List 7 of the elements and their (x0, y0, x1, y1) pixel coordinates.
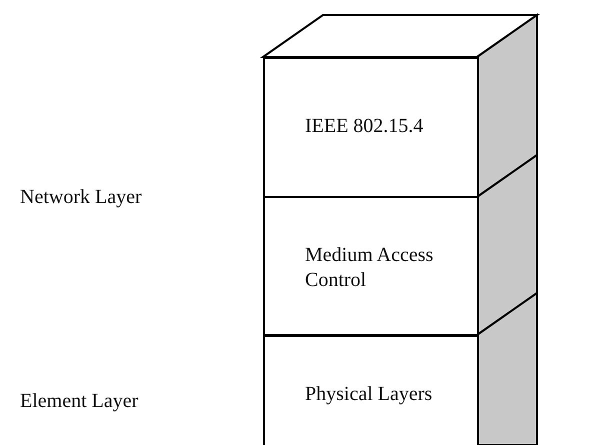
layer-group-label: Element Layer (20, 390, 138, 413)
layer-name: IEEE 802.15.4 (305, 114, 424, 139)
layer-name: Physical Layers (305, 382, 434, 407)
layer-group-label: Network Layer (20, 186, 142, 209)
layer-box (263, 196, 479, 336)
layer-name: Medium Access Control (305, 243, 434, 293)
layer-box (263, 335, 479, 445)
